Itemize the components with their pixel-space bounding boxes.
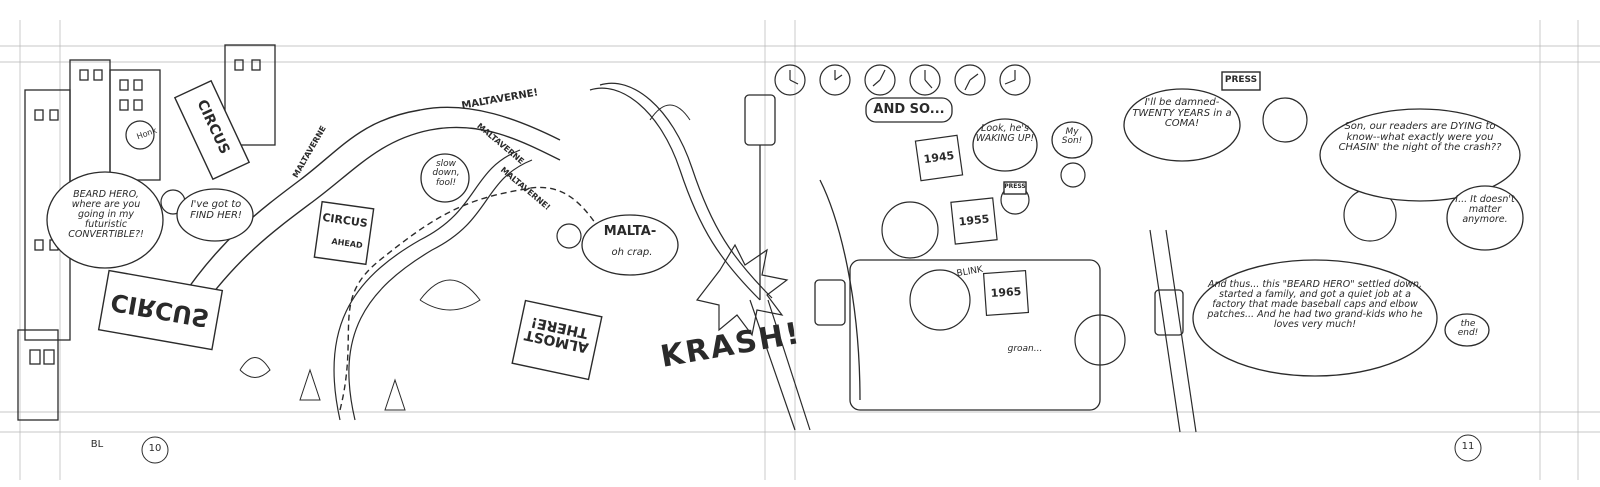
caption-and-thus: And thus... this "BEARD HERO" settled do…: [1207, 279, 1423, 330]
balloon-slow-down: slow down, fool!: [432, 159, 460, 188]
calendar-pages: [914, 134, 1030, 317]
balloon-readers-dying-to-know: Son, our readers are DYING to know--what…: [1338, 121, 1502, 153]
balloon-doesnt-matter: I... It doesn't matter anymore.: [1455, 194, 1515, 225]
hospital-bed: [744, 94, 1184, 411]
speech-balloons: [46, 88, 1524, 377]
calendar-year-1965: 1965: [990, 284, 1022, 301]
sign-press-2: PRESS: [1004, 183, 1026, 190]
balloon-malta: MALTA-: [603, 224, 657, 239]
balloon-the-end: the end!: [1457, 319, 1479, 339]
trees: [239, 104, 691, 411]
balloon-waking-up: Look, he's WAKING UP!: [975, 123, 1035, 144]
balloon-twenty-years: I'll be damned- TWENTY YEARS in a COMA!: [1132, 97, 1232, 129]
caption-and-so: AND SO...: [873, 102, 945, 117]
balloon-oh-crap: oh crap.: [611, 247, 653, 258]
page-number-circles: [141, 434, 1482, 464]
panel-guide-lines: [0, 20, 1600, 480]
page-number-right: 11: [1461, 441, 1475, 452]
balloon-my-son: My Son!: [1061, 127, 1083, 147]
sign-press-1: PRESS: [1224, 75, 1258, 85]
page-number-left: 10: [148, 443, 162, 454]
sign-boards: [97, 71, 1261, 381]
railway-tracks: [333, 82, 1197, 433]
balloon-beard-hero-question: BEARD HERO, where are you going in my fu…: [68, 189, 144, 240]
artist-initials: BL: [90, 439, 104, 450]
sfx-groan: groan...: [1007, 344, 1043, 354]
crash-burst: [695, 243, 789, 337]
wall-clocks: [774, 64, 1031, 96]
balloon-find-her: I've got to FIND HER!: [190, 199, 242, 221]
characters: [125, 97, 1397, 366]
